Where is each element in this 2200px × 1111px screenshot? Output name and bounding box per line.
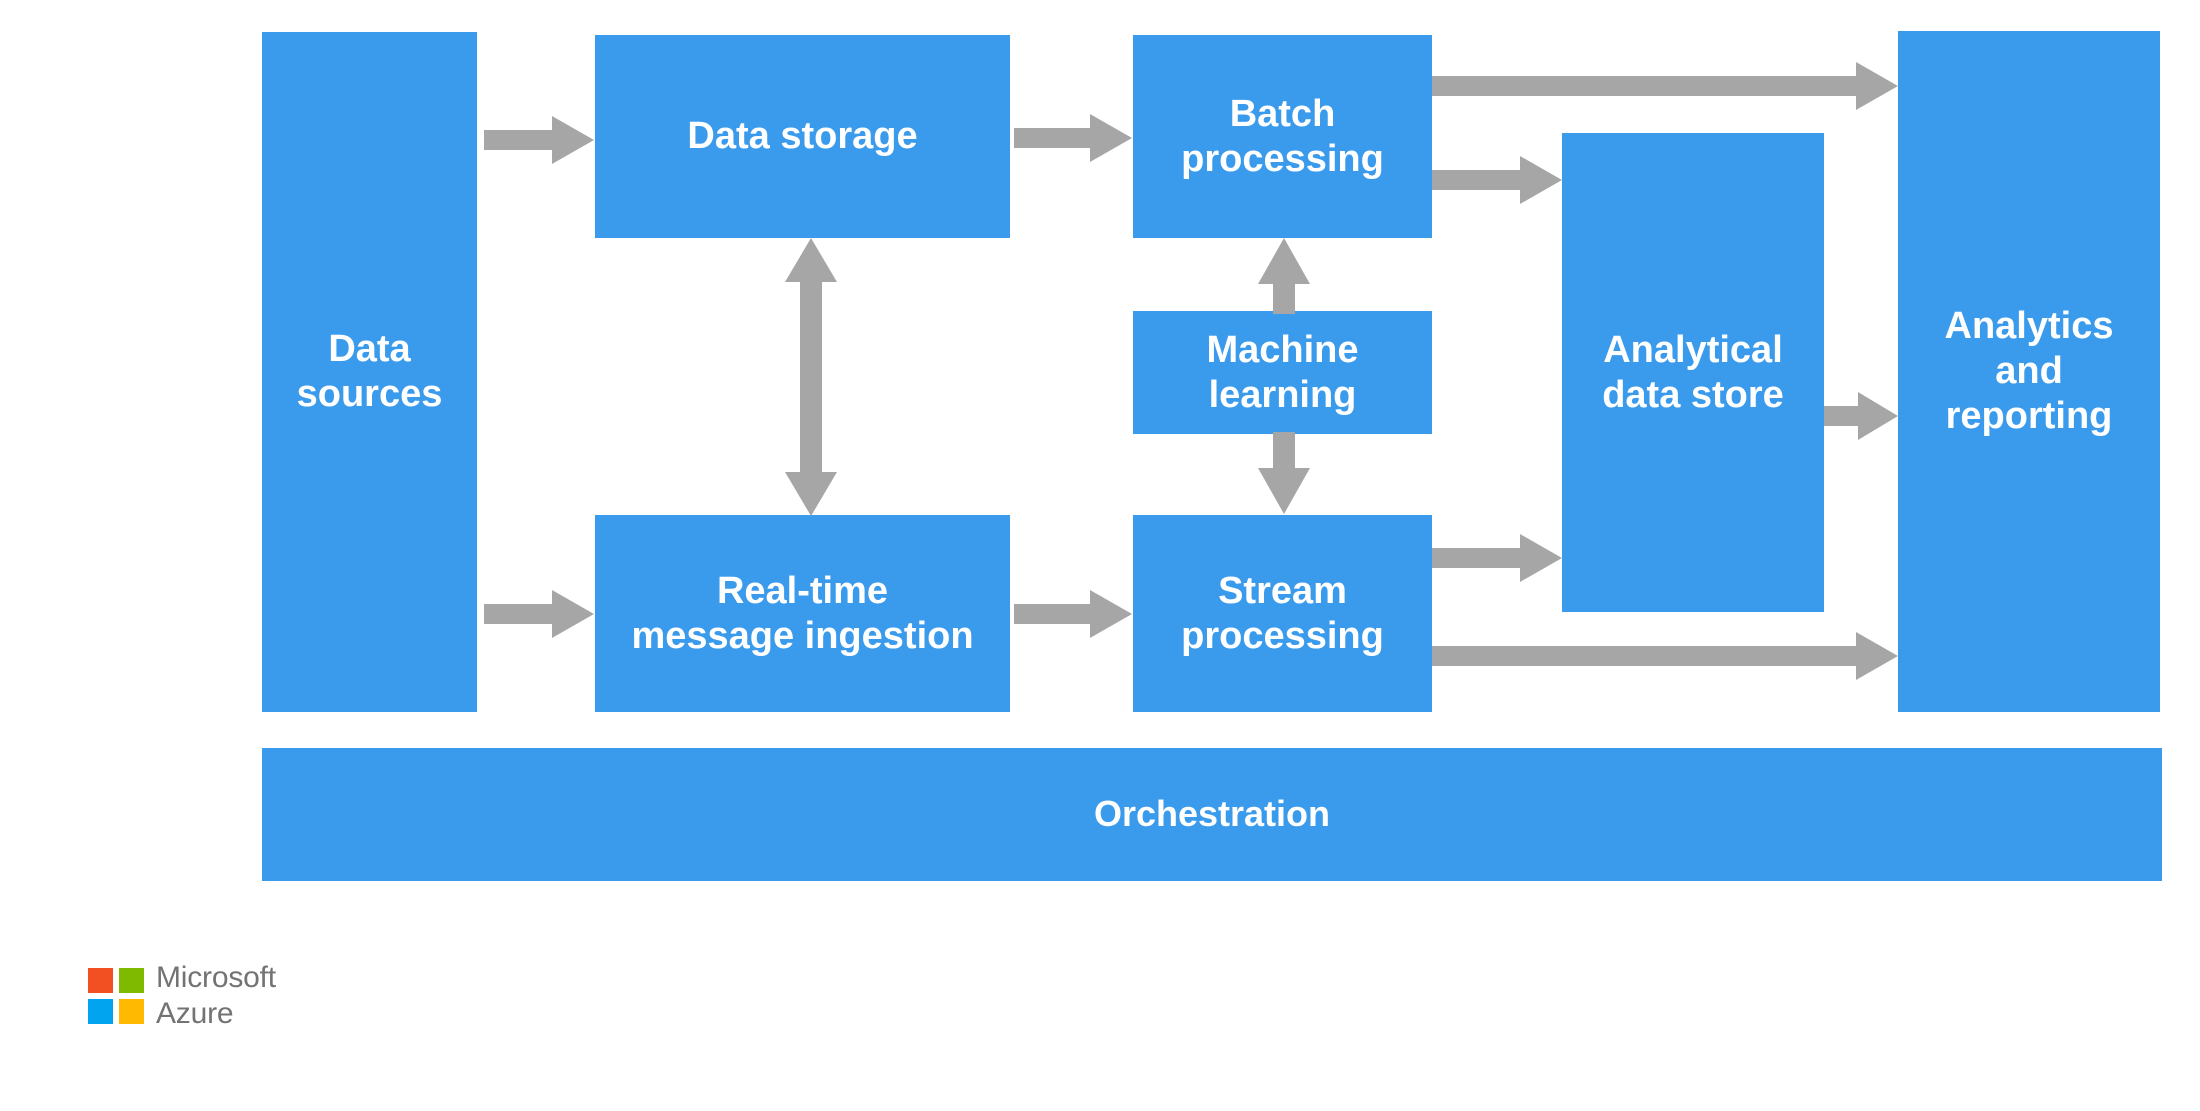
arrow-batch-processing-to-analytics xyxy=(1432,58,1900,114)
arrow-machine-learning-to-stream-processing xyxy=(1248,432,1320,514)
node-machine-learning[interactable]: Machine learning xyxy=(1133,311,1432,434)
arrow-data-sources-to-data-storage xyxy=(484,112,596,168)
node-batch-processing[interactable]: Batch processing xyxy=(1133,35,1432,238)
node-stream-processing[interactable]: Stream processing xyxy=(1133,515,1432,712)
arrow-data-storage-to-batch-processing xyxy=(1014,110,1134,166)
arrow-batch-processing-to-analytical-data-store xyxy=(1432,152,1564,208)
node-data-sources[interactable]: Data sources xyxy=(262,32,477,712)
arrow-stream-processing-to-analytics xyxy=(1432,628,1900,684)
microsoft-azure-logo: Microsoft Azure xyxy=(88,961,288,1034)
arrow-data-storage-realtime-ingestion-bidirectional xyxy=(775,238,847,516)
microsoft-azure-wordmark: Microsoft Azure xyxy=(156,961,276,1030)
microsoft-logo-icon xyxy=(88,968,144,1024)
logo-tile-bottom-left xyxy=(88,999,113,1024)
node-analytical-data-store[interactable]: Analytical data store xyxy=(1562,133,1824,612)
arrow-stream-processing-to-analytical-data-store xyxy=(1432,530,1564,586)
node-realtime-message-ingestion[interactable]: Real-time message ingestion xyxy=(595,515,1010,712)
arrow-data-sources-to-realtime-ingestion xyxy=(484,586,596,642)
arrow-realtime-ingestion-to-stream-processing xyxy=(1014,586,1134,642)
logo-tile-top-left xyxy=(88,968,113,993)
arrow-analytical-data-store-to-analytics xyxy=(1824,388,1900,444)
logo-tile-bottom-right xyxy=(119,999,144,1024)
arrow-machine-learning-to-batch-processing xyxy=(1248,238,1320,314)
node-data-storage[interactable]: Data storage xyxy=(595,35,1010,238)
node-orchestration[interactable]: Orchestration xyxy=(262,748,2162,881)
logo-tile-top-right xyxy=(119,968,144,993)
node-analytics-and-reporting[interactable]: Analytics and reporting xyxy=(1898,31,2160,712)
